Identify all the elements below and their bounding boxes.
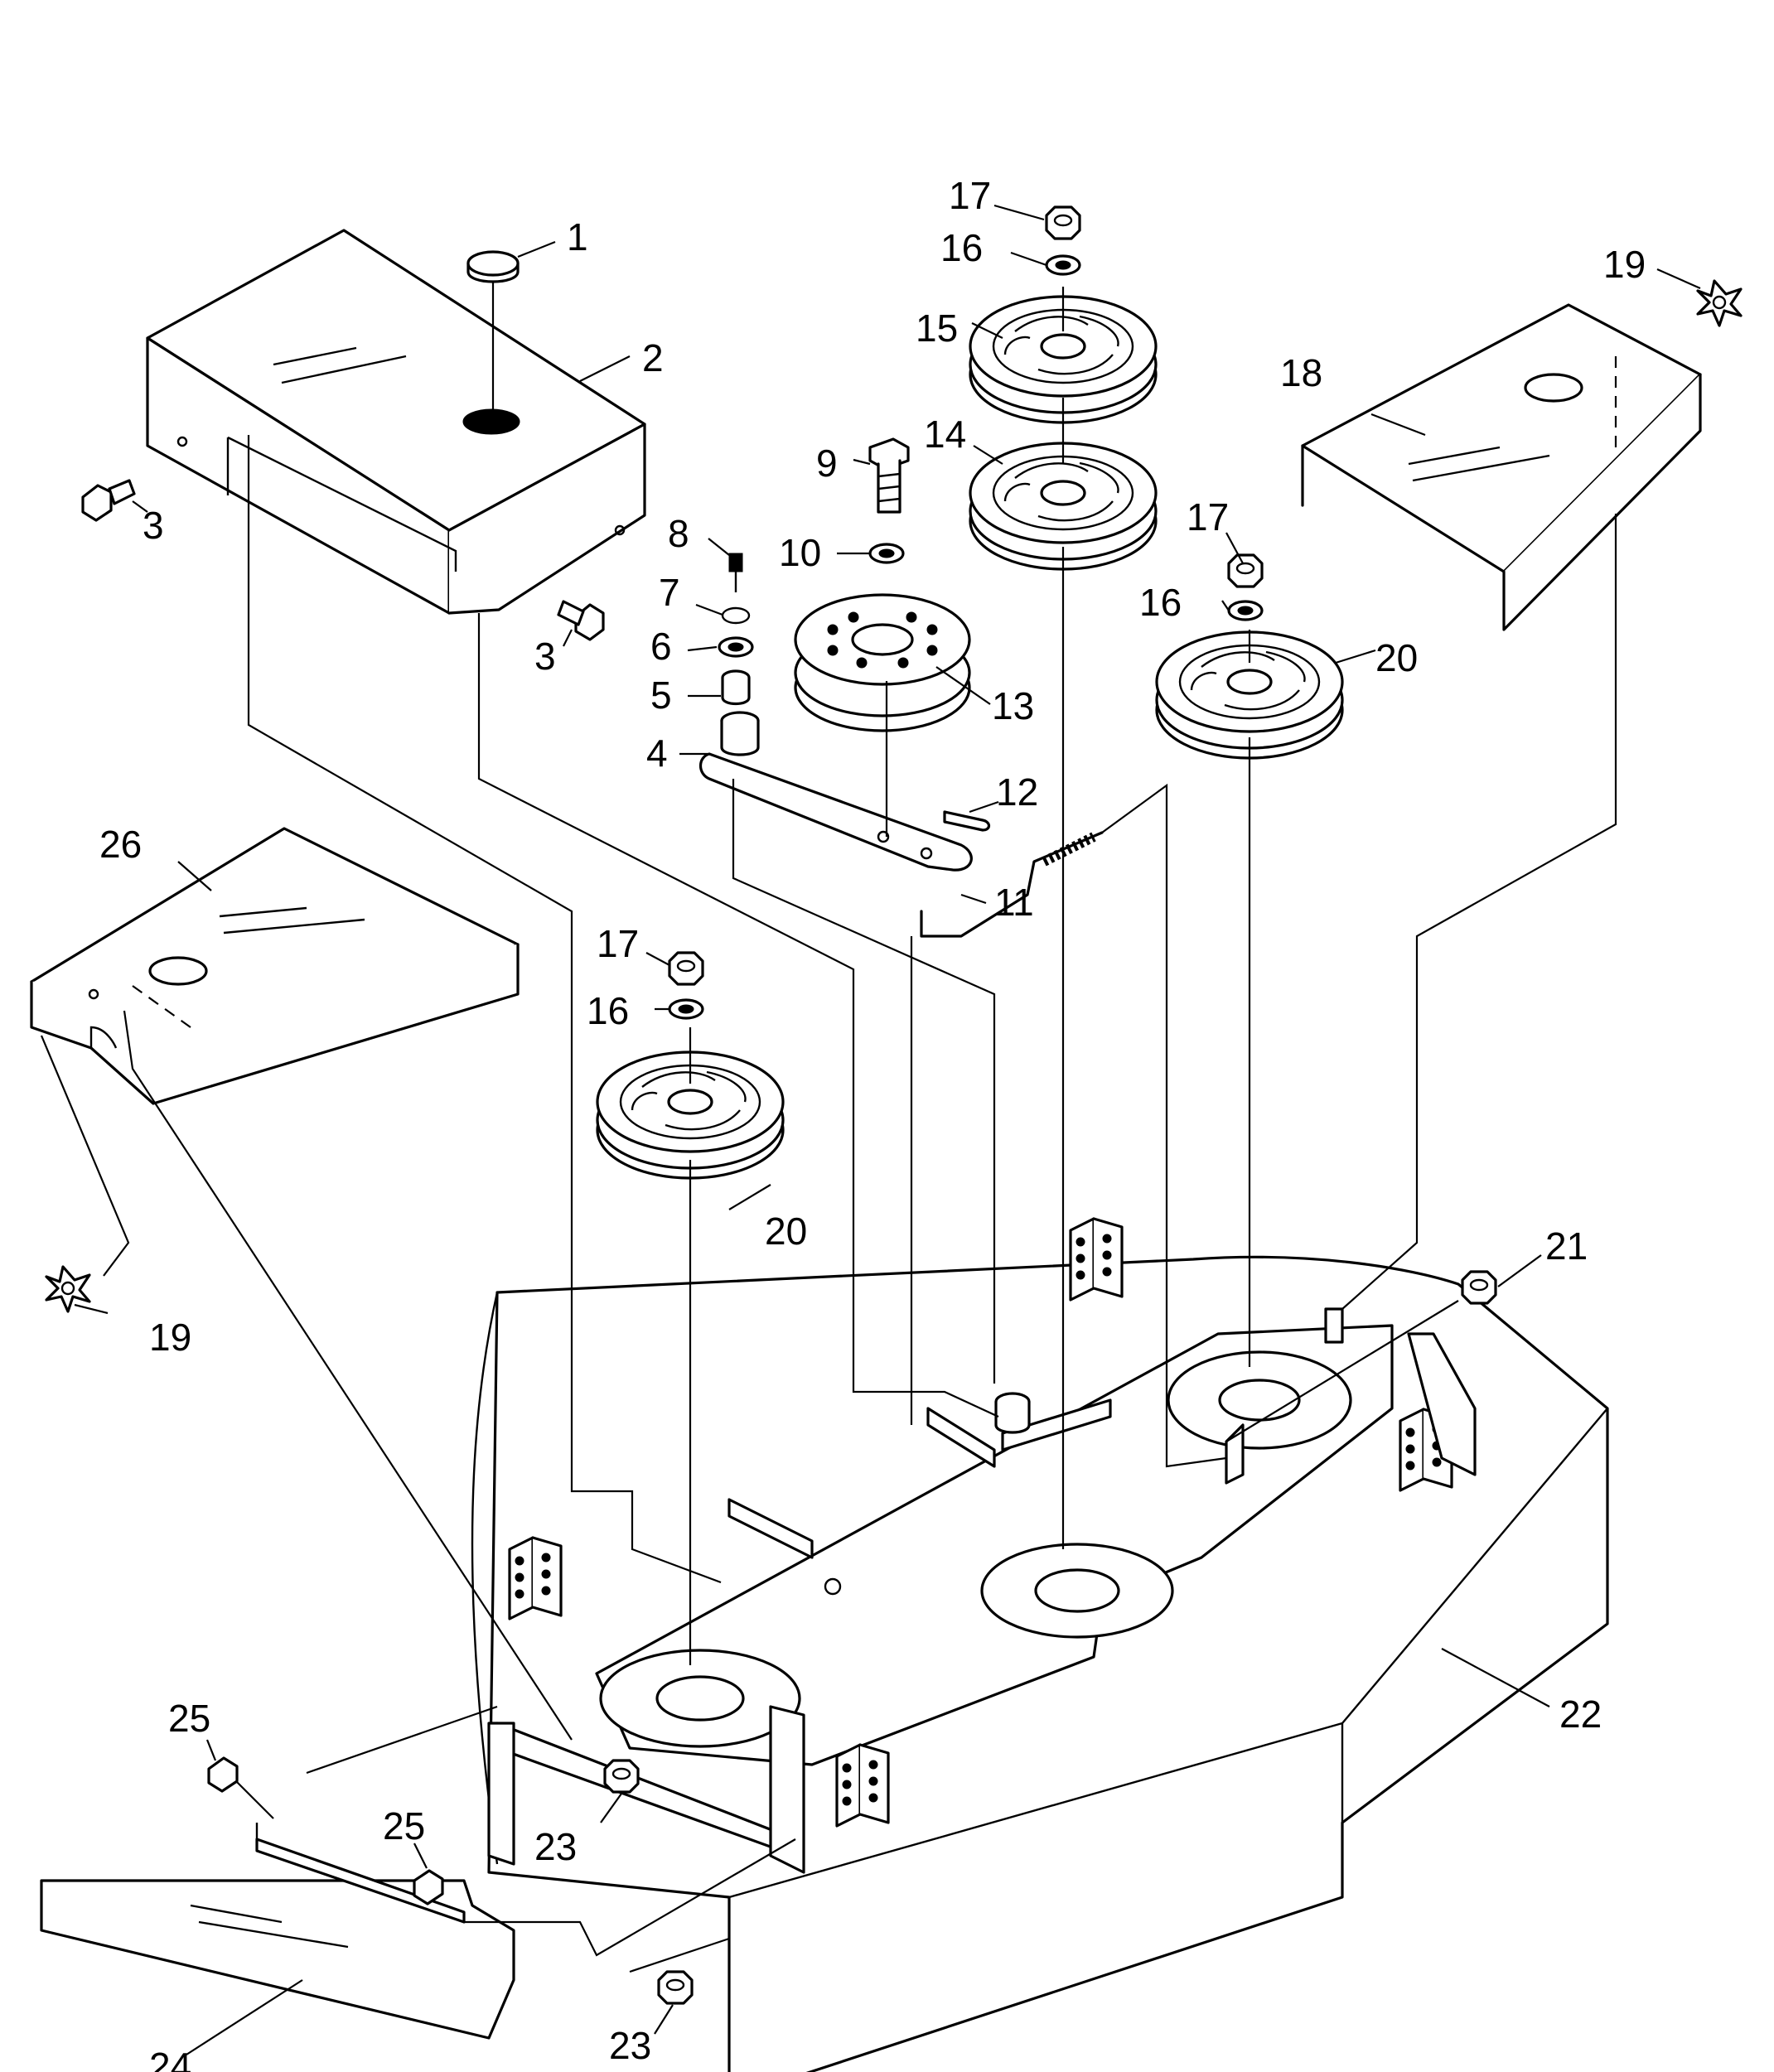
grease-fitting bbox=[728, 553, 743, 592]
callout-18: 18 bbox=[1280, 351, 1322, 394]
idler-arm bbox=[698, 752, 973, 872]
bracket-plates bbox=[508, 1217, 1477, 1874]
callout-7: 7 bbox=[659, 571, 680, 614]
bolt-deflector-upper bbox=[207, 1756, 239, 1793]
callout-3b: 3 bbox=[534, 635, 556, 678]
belt-cover-left-lower bbox=[30, 827, 520, 1105]
callout-17a: 17 bbox=[949, 174, 991, 217]
retaining-ring bbox=[721, 606, 751, 625]
nut-right bbox=[1227, 553, 1264, 588]
callout-25b: 25 bbox=[383, 1804, 425, 1847]
cover-plug bbox=[466, 250, 520, 283]
callout-leaders bbox=[74, 204, 1701, 2055]
callout-10: 10 bbox=[779, 531, 821, 574]
washer-left bbox=[668, 998, 704, 1020]
callout-3a: 3 bbox=[143, 504, 164, 547]
nut-top bbox=[1045, 205, 1081, 240]
callout-6: 6 bbox=[650, 625, 672, 668]
callout-19a: 19 bbox=[1603, 243, 1646, 286]
callout-17c: 17 bbox=[597, 922, 639, 965]
washer-top bbox=[1045, 254, 1081, 276]
callout-16c: 16 bbox=[587, 989, 629, 1032]
callout-19b: 19 bbox=[149, 1316, 191, 1359]
belt-cover-left bbox=[146, 229, 646, 615]
callout-1: 1 bbox=[567, 215, 588, 258]
bolt-washer bbox=[868, 543, 905, 564]
callout-16a: 16 bbox=[940, 226, 983, 269]
deck-top-plate bbox=[595, 1307, 1394, 1766]
nut-deck-lower bbox=[657, 1970, 694, 2005]
callout-24: 24 bbox=[149, 2045, 191, 2072]
idler-washer bbox=[718, 636, 754, 658]
bolt-right-cover bbox=[557, 600, 605, 641]
callout-8: 8 bbox=[668, 512, 689, 555]
wing-knob-right bbox=[1696, 279, 1743, 327]
callout-20b: 20 bbox=[765, 1210, 807, 1253]
nut-deck-upper bbox=[603, 1759, 640, 1794]
callout-23b: 23 bbox=[609, 2024, 651, 2067]
nut-deck-right bbox=[1461, 1270, 1497, 1305]
callout-5: 5 bbox=[650, 674, 672, 717]
wing-knob-left bbox=[45, 1265, 91, 1313]
bolt-deflector-lower bbox=[413, 1869, 444, 1905]
idler-spring-rod bbox=[920, 831, 1104, 938]
callout-23a: 23 bbox=[534, 1825, 577, 1868]
callout-13: 13 bbox=[992, 684, 1034, 727]
belt-cover-right bbox=[1301, 303, 1702, 631]
bolt-left-cover bbox=[81, 479, 136, 522]
callout-26: 26 bbox=[99, 823, 142, 866]
idler-pulley bbox=[794, 593, 971, 732]
callout-21: 21 bbox=[1545, 1224, 1588, 1268]
callout-12: 12 bbox=[996, 770, 1038, 814]
alignment-lines bbox=[40, 435, 1617, 1973]
callout-2: 2 bbox=[642, 336, 664, 379]
callout-14: 14 bbox=[924, 413, 966, 456]
callout-4: 4 bbox=[646, 732, 668, 775]
callout-9: 9 bbox=[816, 442, 838, 485]
callout-16b: 16 bbox=[1139, 581, 1182, 624]
discharge-deflector bbox=[40, 1879, 515, 2040]
callout-17b: 17 bbox=[1187, 495, 1229, 539]
nut-left bbox=[668, 951, 704, 986]
callout-25a: 25 bbox=[168, 1697, 210, 1740]
callout-22: 22 bbox=[1559, 1693, 1602, 1736]
washer-right bbox=[1227, 600, 1264, 621]
callout-20a: 20 bbox=[1375, 636, 1418, 679]
callout-11: 11 bbox=[994, 881, 1034, 924]
bushing-small bbox=[721, 669, 751, 706]
idler-bolt bbox=[868, 437, 910, 514]
idler-spacer bbox=[720, 711, 760, 756]
cotter-pin bbox=[943, 810, 991, 832]
callout-15: 15 bbox=[916, 307, 958, 350]
